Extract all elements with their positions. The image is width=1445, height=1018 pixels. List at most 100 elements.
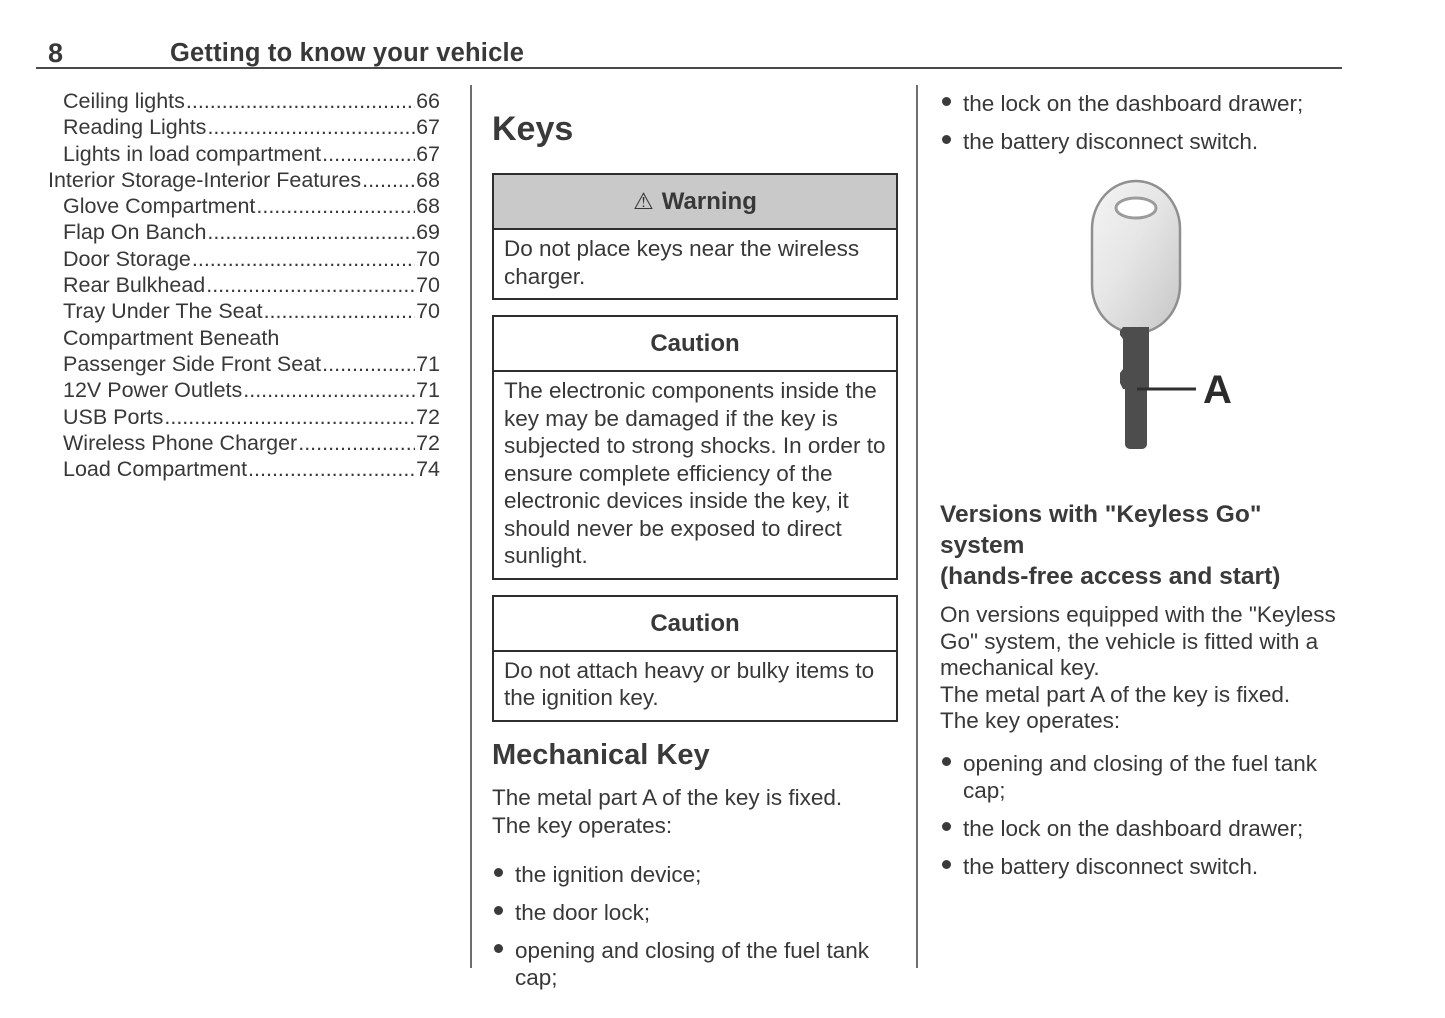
header-rule [36,67,1342,69]
bullet-text: the battery disconnect switch. [963,129,1259,154]
mechanical-key-illustration: A [1090,179,1232,449]
toc-row: 12V Power Outlets 71 [48,377,440,403]
toc-row: Ceiling lights 66 [48,88,440,114]
toc-label: Tray Under The Seat [63,299,263,324]
caution-box-1: Caution The electronic components inside… [492,315,898,580]
right-column: the lock on the dashboard drawer; the ba… [940,88,1342,891]
toc-dots [256,193,415,219]
toc-row: Rear Bulkhead 70 [48,272,440,298]
list-item: the door lock; [492,899,898,926]
toc-page: 72 [416,404,440,429]
bullet-icon [494,867,503,877]
key-blade-lower [1125,384,1147,449]
caution-body: The electronic components inside the key… [492,372,898,580]
toc-label: 12V Power Outlets [63,378,243,403]
toc-page: 71 [416,351,440,376]
figure-label-a: A [1203,368,1232,412]
bullet-icon [942,135,951,144]
toc-page: 71 [416,378,440,403]
warning-header: ⚠ Warning [492,173,898,230]
bullet-text: opening and closing of the fuel tank cap… [515,937,870,990]
toc-label: Wireless Phone Charger [63,430,298,455]
toc-dots [362,167,415,193]
toc-label: Load Compartment [63,457,248,482]
toc-row: Load Compartment 74 [48,456,440,482]
toc-label: Lights in load compartment [63,141,322,166]
toc-label: Ceiling lights [63,89,185,113]
column-divider [916,85,918,968]
bullet-icon [942,756,951,766]
keyless-go-bullet-list: opening and closing of the fuel tank cap… [940,750,1342,880]
warning-triangle-icon: ⚠ [633,189,654,215]
bullet-text: opening and closing of the fuel tank cap… [963,750,1318,803]
warning-box: ⚠ Warning Do not place keys near the wire… [492,173,898,300]
key-hole [1114,196,1158,220]
subsection-title-keyless-go: Versions with "Keyless Go" system (hands… [940,501,1281,590]
column-divider [470,85,472,968]
toc-label: Door Storage [63,246,191,271]
toc-label: Rear Bulkhead [63,273,206,298]
toc-page: 74 [416,457,440,482]
keyless-go-paragraph: On versions equipped with the "Keyless G… [940,602,1342,735]
toc-dots [322,351,415,377]
warning-header-label: Warning [661,188,757,215]
mechanical-key-bullet-list: the ignition device; the door lock; open… [492,861,898,991]
toc-row: Flap On Banch 69 [48,219,440,245]
toc-page: 66 [416,89,440,113]
list-item: opening and closing of the fuel tank cap… [940,750,1342,804]
key-operates-bullet-list: the lock on the dashboard drawer; the ba… [940,90,1342,155]
bullet-text: the lock on the dashboard drawer; [963,91,1304,116]
toc-row: Reading Lights67 [48,114,440,140]
list-item: the battery disconnect switch. [940,853,1342,880]
toc-dots [186,88,415,114]
toc-page: 67 [416,141,440,166]
bullet-text: the ignition device; [515,861,702,887]
toc-label: Flap On Banch [63,220,207,245]
toc-row: Wireless Phone Charger 72 [48,430,440,456]
toc-page: 70 [416,273,440,298]
toc-label: Passenger Side Front Seat [63,351,322,376]
body-text: The metal part A of the key is fixed. [940,681,1291,707]
toc-page: 70 [416,299,440,324]
body-text: The metal part A of the key is fixed. [492,784,843,810]
key-blade-upper [1120,327,1149,389]
toc-page: 68 [416,167,440,192]
toc-page: 69 [416,220,440,245]
page-number: 8 [48,38,64,68]
bullet-icon [494,905,503,915]
bullet-icon [942,821,951,831]
bullet-text: the lock on the dashboard drawer; [963,815,1304,841]
toc-row: Glove Compartment68 [48,193,440,219]
toc-dots [322,141,415,167]
bullet-text: the battery disconnect switch. [963,853,1259,879]
toc-dots [207,219,415,245]
keys-section: Keys ⚠Warning Do not place keys near the… [492,108,898,1002]
toc-dots [243,377,415,403]
caution-body: Do not attach heavy or bulky items to th… [492,651,898,722]
toc-dots [248,456,415,482]
toc-label: Interior Storage-Interior Features [48,167,362,192]
toc-row: Interior Storage-Interior Features 68 [48,167,440,193]
toc-label: USB Ports [63,404,164,429]
toc-page: 70 [416,246,440,271]
warning-body: Do not place keys near the wireless char… [492,230,898,300]
subsection-title-mechanical-key: Mechanical Key [492,738,710,771]
toc-page: 72 [416,430,440,455]
table-of-contents: Ceiling lights 66 Reading Lights67 Lights… [48,88,440,482]
toc-row: Tray Under The Seat 70 [48,298,440,324]
list-item: the lock on the dashboard drawer; [940,90,1342,117]
body-text: The key operates: [492,812,673,838]
toc-row: Door Storage 70 [48,246,440,272]
toc-label: Glove Compartment [63,194,256,219]
bullet-icon [942,859,951,869]
list-item: opening and closing of the fuel tank cap… [492,937,898,991]
body-text: The key operates: [940,708,1121,733]
toc-dots [264,298,416,324]
toc-dots [206,272,415,298]
caution-header: Caution [492,315,898,372]
list-item: the battery disconnect switch. [940,128,1342,155]
page-title: Getting to know your vehicle [170,39,525,67]
body-text: On versions equipped with the "Keyless G… [940,602,1336,680]
toc-dots [207,114,415,140]
toc-dots [164,404,415,430]
